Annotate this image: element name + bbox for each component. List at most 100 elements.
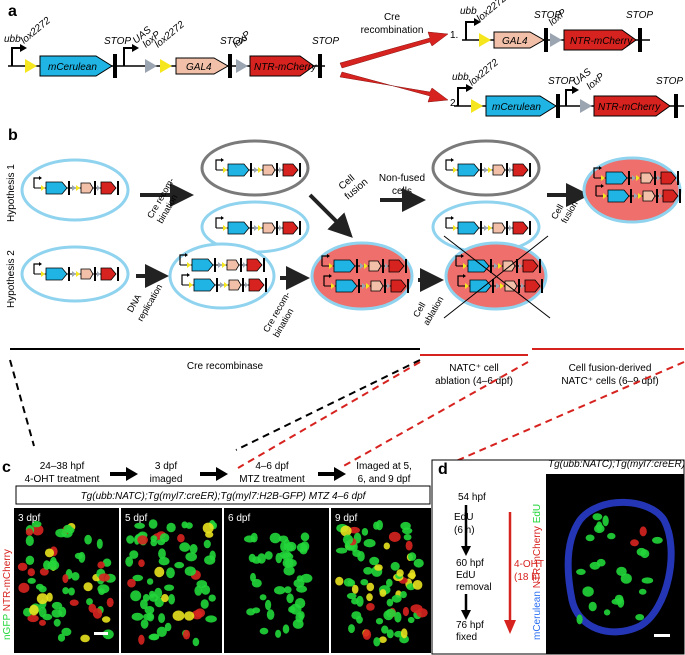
svg-text:MTZ treatment: MTZ treatment <box>239 474 305 485</box>
zoom-dash-ablation-start <box>237 361 421 469</box>
svg-text:60 hpf: 60 hpf <box>456 558 484 569</box>
nucleus <box>300 541 310 552</box>
svg-text:STOP: STOP <box>534 10 561 21</box>
nucleus <box>286 593 294 604</box>
nucleus <box>158 557 170 566</box>
panel-c-timeline: 24–38 hpf 4-OHT treatment 3 dpf imaged 4… <box>25 461 412 485</box>
nucleus <box>616 566 627 577</box>
nucleus <box>29 604 39 616</box>
nucleus <box>185 552 197 562</box>
nucleus <box>335 547 348 554</box>
nucleus <box>57 633 66 642</box>
nucleus <box>166 567 175 579</box>
nucleus <box>96 538 103 550</box>
nucleus <box>266 609 275 620</box>
nucleus <box>65 526 75 534</box>
nucleus <box>194 585 203 596</box>
nucleus <box>342 534 354 545</box>
nucleus <box>379 636 387 643</box>
svg-text:(6 h): (6 h) <box>454 525 475 536</box>
nucleus <box>53 618 61 627</box>
nucleus <box>351 584 359 594</box>
nucleus <box>192 637 200 647</box>
nucleus <box>335 576 344 586</box>
nucleus <box>362 629 372 640</box>
nucleus <box>360 579 369 586</box>
nucleus <box>25 535 34 547</box>
nucleus <box>106 597 114 608</box>
hypothesis-2-label: Hypothesis 2 <box>6 250 17 308</box>
panel-label-c: c <box>2 459 11 476</box>
svg-text:STOP: STOP <box>220 36 247 47</box>
nucleus <box>288 606 296 613</box>
panel-c-images: 3 dpf 5 dpf 6 dpf 9 dpf <box>14 508 431 653</box>
nucleus <box>250 532 258 543</box>
nucleus <box>296 585 308 593</box>
svg-text:ablation: ablation <box>421 295 445 327</box>
svg-text:Imaged at 5,: Imaged at 5, <box>356 461 412 472</box>
nucleus <box>394 630 404 638</box>
nucleus <box>125 556 134 567</box>
nucleus <box>137 535 149 545</box>
nucleus <box>84 534 92 545</box>
svg-text:EdU: EdU <box>456 570 475 581</box>
nucleus <box>143 613 154 621</box>
nucleus <box>168 594 176 605</box>
nucleus <box>400 628 408 639</box>
nucleus <box>638 588 647 595</box>
panel-label-d: d <box>438 461 448 478</box>
nucleus <box>373 637 381 647</box>
nucleus <box>189 544 198 554</box>
nucleus <box>38 606 47 618</box>
nucleus <box>300 532 310 542</box>
svg-text:GAL4: GAL4 <box>502 36 528 47</box>
nucleus <box>140 619 149 629</box>
nucleus <box>149 593 159 602</box>
nucleus <box>134 522 146 529</box>
nucleus <box>576 568 586 576</box>
nucleus <box>148 519 158 529</box>
nucleus <box>652 536 663 544</box>
nucleus <box>630 539 639 547</box>
construct-outcome-1: ubb lox2272 GAL4 STOP loxP NTR-mCherry S… <box>460 0 653 52</box>
nucleus <box>209 550 216 561</box>
nucleus <box>292 619 304 629</box>
nucleus <box>607 532 616 540</box>
svg-text:3 dpf: 3 dpf <box>155 461 177 472</box>
svg-text:NATC⁺ cell: NATC⁺ cell <box>449 363 499 374</box>
gal4-gene <box>175 57 230 75</box>
nucleus <box>148 633 160 641</box>
nucleus <box>166 522 176 533</box>
svg-text:4–6 dpf: 4–6 dpf <box>255 461 289 472</box>
nucleus <box>369 556 380 566</box>
nucleus <box>351 597 359 605</box>
nucleus <box>182 629 191 640</box>
nucleus <box>400 591 407 599</box>
nucleus <box>285 541 297 552</box>
nucleus <box>142 594 150 602</box>
nucleus <box>174 561 185 569</box>
nucleus <box>357 551 365 562</box>
nucleus <box>379 589 387 597</box>
svg-text:mCerulean NTR-mCherry EdU: mCerulean NTR-mCherry EdU <box>532 504 543 640</box>
nucleus <box>381 625 389 634</box>
nucleus <box>283 565 295 576</box>
cre-recombinase-label: Cre recombinase <box>187 361 264 372</box>
nucleus <box>375 618 384 625</box>
zoom-dash-fusion <box>439 361 685 469</box>
nucleus <box>620 573 632 584</box>
cell-h1-nonfused-gray <box>431 139 541 197</box>
nucleus <box>259 627 269 635</box>
nucleus <box>172 610 185 621</box>
nucleus <box>356 595 364 607</box>
nucleus <box>25 528 33 536</box>
construct-main: ubb lox2272 mCerulean STOP UAS loxP lox2… <box>4 15 339 78</box>
cre-recombination-label: recombination <box>361 25 424 36</box>
nucleus <box>403 534 412 541</box>
nucleus <box>386 629 394 639</box>
nucleus <box>39 619 46 626</box>
svg-text:NTR-mCherry: NTR-mCherry <box>570 36 633 47</box>
nucleus <box>150 538 158 547</box>
nucleus <box>130 590 142 602</box>
nucleus <box>138 634 145 645</box>
